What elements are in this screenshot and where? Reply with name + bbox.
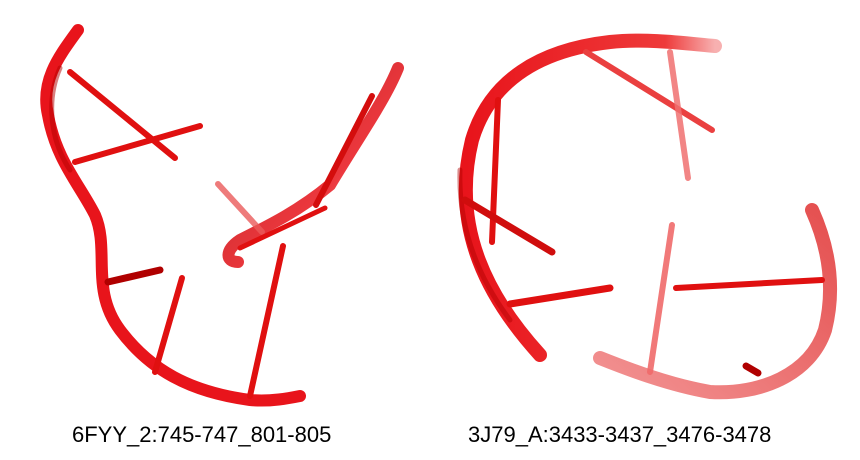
base-stick	[218, 184, 262, 232]
structure-panel-right: 3J79_A:3433-3437_3476-3478	[430, 0, 860, 460]
base-stick	[108, 270, 160, 282]
base-stick	[250, 246, 283, 396]
backbone-strand-2	[600, 210, 830, 392]
base-stick	[75, 126, 200, 162]
structure-label-left: 6FYY_2:745-747_801-805	[72, 420, 331, 450]
structure-label-right: 3J79_A:3433-3437_3476-3478	[468, 420, 771, 450]
base-stick	[510, 288, 610, 304]
base-stick	[586, 52, 712, 130]
base-stick	[676, 280, 822, 288]
base-stick	[746, 366, 758, 373]
base-stick	[316, 96, 372, 205]
rna-motif-3d-render-right	[430, 0, 860, 420]
base-stick	[650, 225, 672, 372]
structure-panel-left: 6FYY_2:745-747_801-805	[0, 0, 430, 460]
base-stick	[70, 72, 175, 158]
base-stick	[155, 278, 182, 372]
rna-motif-3d-render-left	[0, 0, 430, 420]
